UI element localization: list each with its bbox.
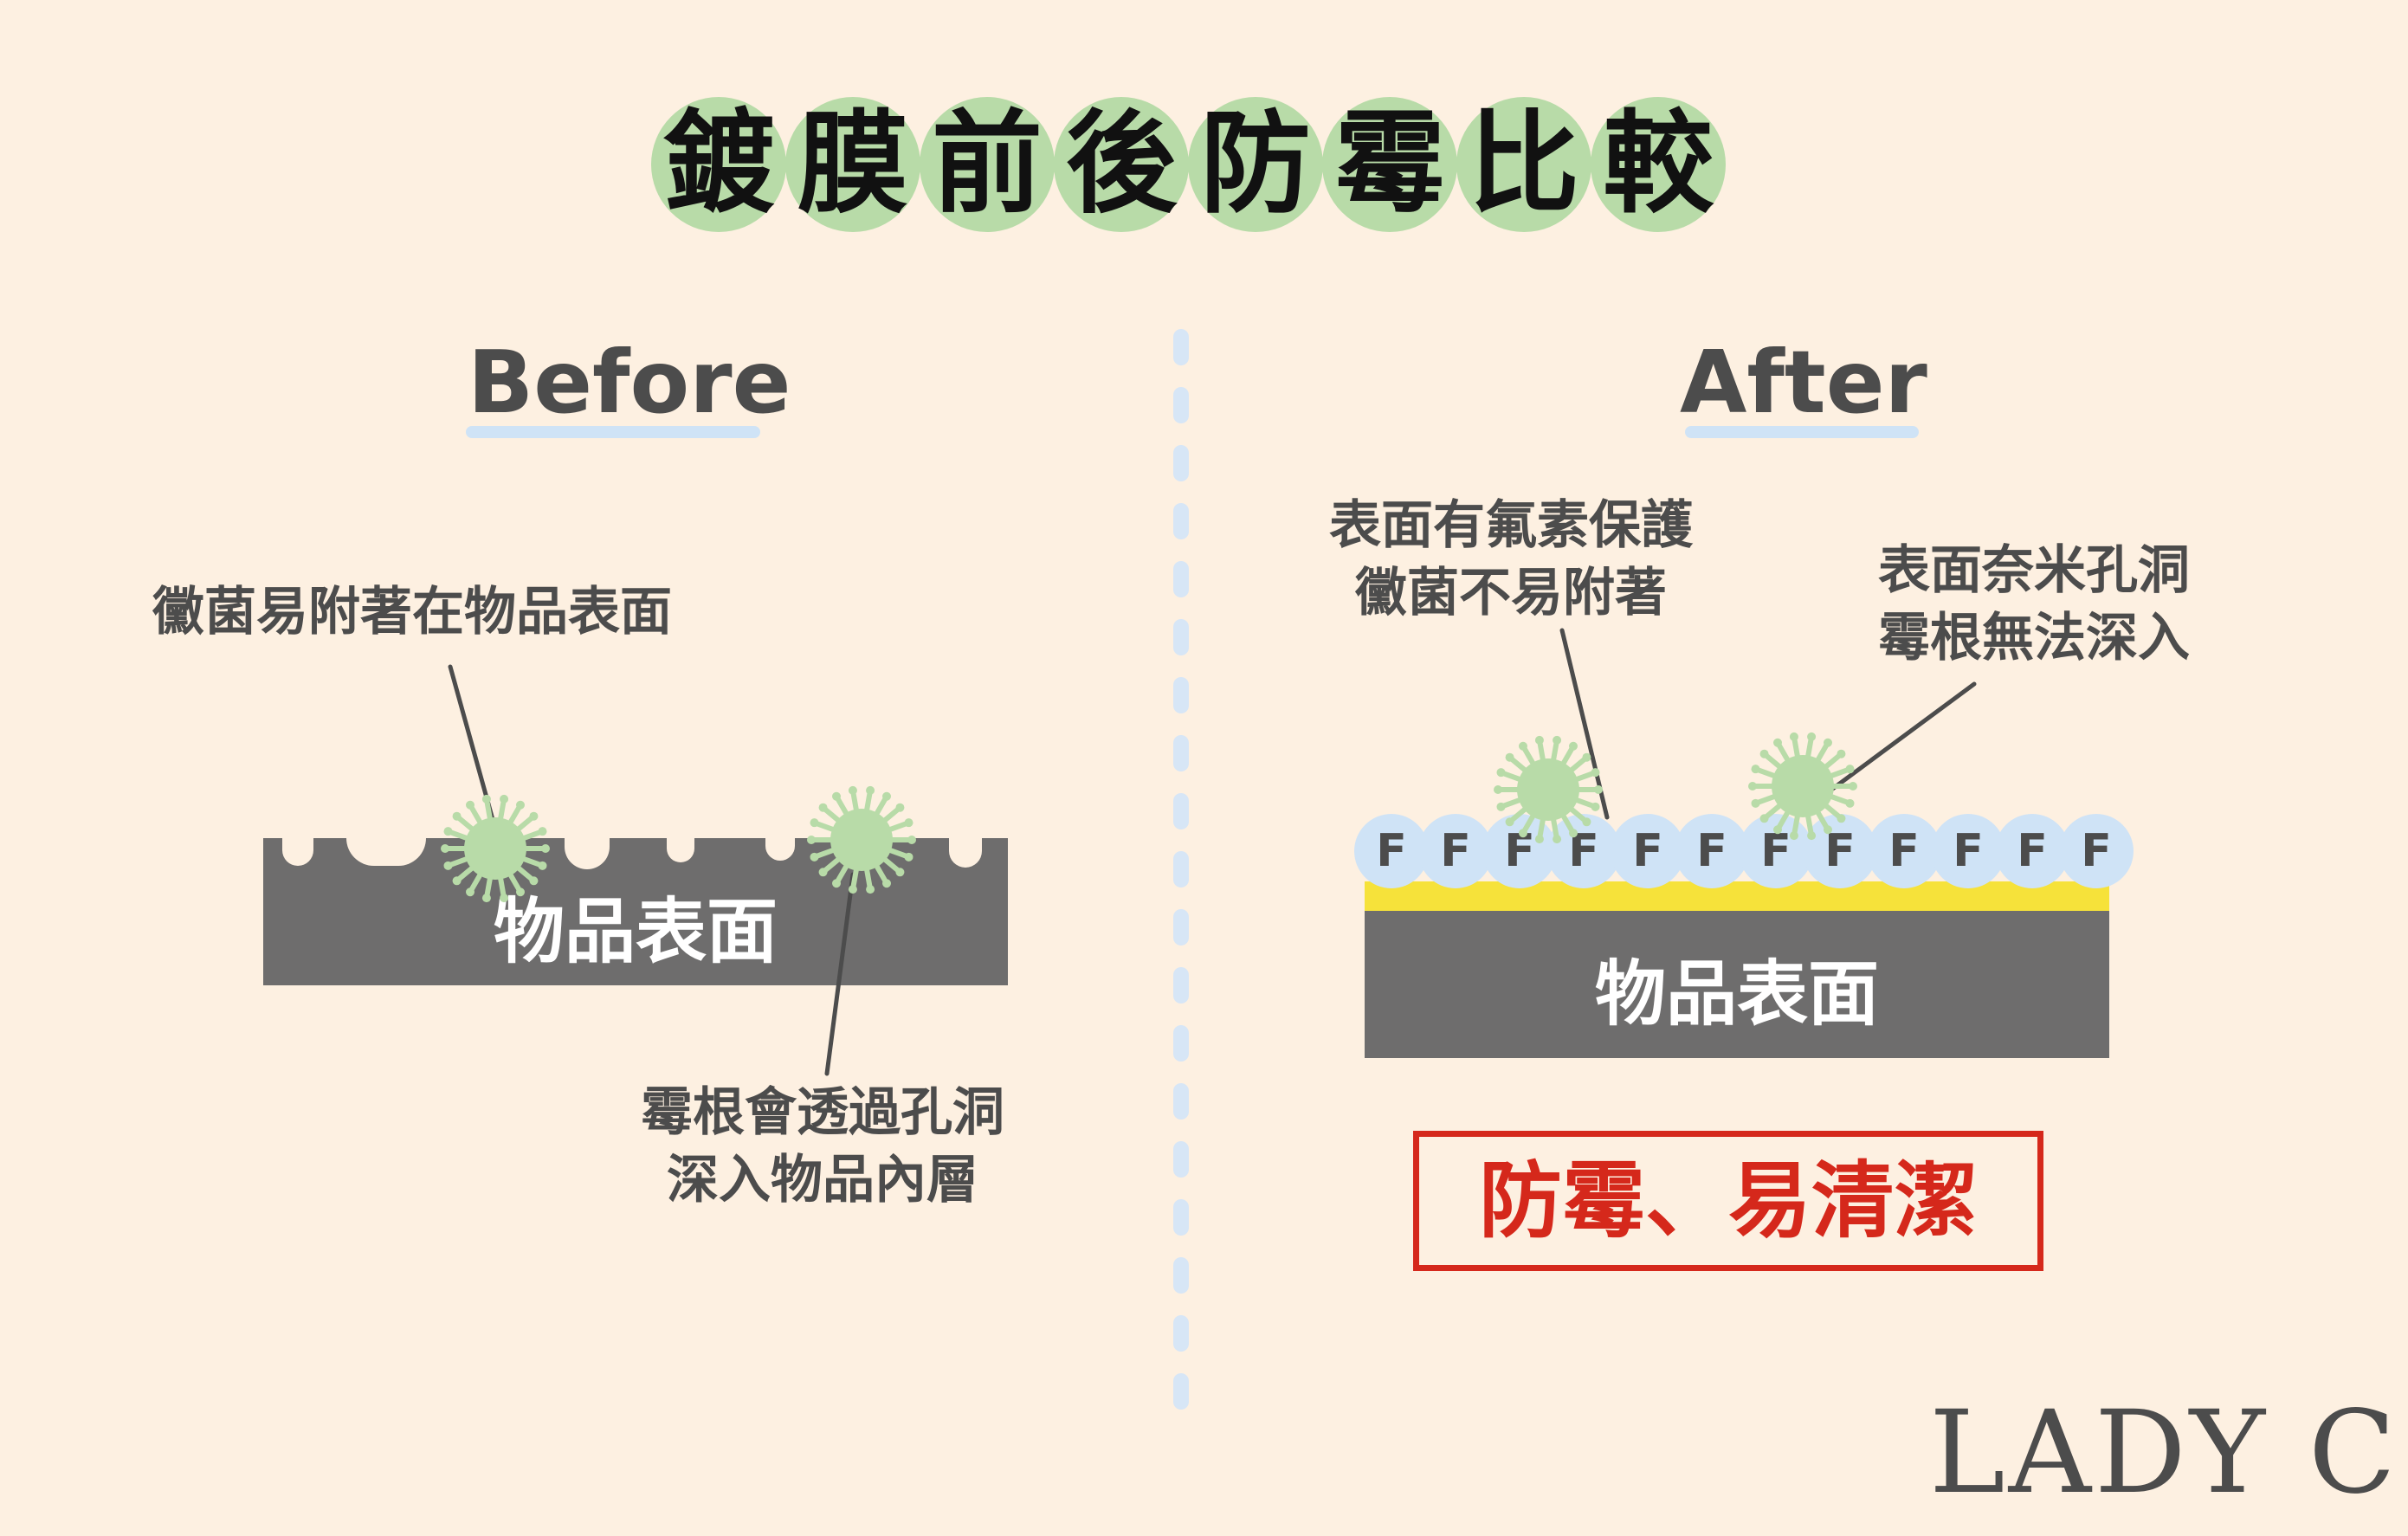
title-char: 後 [1054,97,1189,232]
divider-dash [1173,503,1189,539]
surface-pore [765,838,795,861]
fluorine-atom-icon: F [1931,814,2005,888]
result-text: 防霉、易清潔 [1479,1152,1978,1249]
divider-dash [1173,1315,1189,1352]
divider-dash [1173,329,1189,365]
fluorine-atom-icon: F [1739,814,1813,888]
after-surface-label: 物品表面 [1594,953,1879,1036]
after-surface [1365,911,2109,1058]
divider-dash [1173,1141,1189,1178]
mold-spore-icon [807,785,916,894]
before-heading-underline [466,426,760,438]
mold-spore-icon [1494,735,1603,844]
surface-pore [949,838,982,868]
result-box: 防霉、易清潔 [1413,1131,2043,1271]
surface-pore [667,838,694,862]
mold-spore-icon [1748,732,1857,841]
surface-pore [346,838,426,866]
fluorine-atom-icon: F [1611,814,1685,888]
surface-pore [282,838,313,866]
before-surface-label: 物品表面 [493,891,778,973]
brand-logo: LADY C [1929,1386,2399,1520]
title-char: 比 [1456,97,1591,232]
fluorine-atom-icon: F [1418,814,1493,888]
fluorine-atom-icon: F [1995,814,2069,888]
after-callout-right-line2: 霉根無法深入 [1878,608,2190,668]
divider-dash [1173,387,1189,423]
title-char: 較 [1591,97,1726,232]
before-callout-top: 黴菌易附著在物品表面 [152,582,672,642]
fluorine-atom-icon: F [1354,814,1429,888]
fluorine-atom-icon: F [1482,814,1557,888]
divider-dash [1173,1025,1189,1062]
fluorine-atom-icon: F [1546,814,1621,888]
before-heading: Before [468,332,791,433]
before-surface [263,838,1008,985]
fluorine-atom-icon: F [1675,814,1749,888]
divider-dash [1173,445,1189,481]
divider-dash [1173,851,1189,887]
after-callout-right: 表面奈米孔洞 霉根無法深入 [1848,537,2220,672]
after-heading-underline [1685,426,1919,438]
mold-spore-icon [441,794,550,903]
divider-dash [1173,735,1189,771]
divider-dash [1173,619,1189,655]
after-heading: After [1680,332,1927,433]
after-callout-left-line2: 黴菌不易附著 [1355,563,1667,623]
title-char: 前 [920,97,1055,232]
before-pointer-bottom [824,872,855,1076]
title-char: 膜 [785,97,920,232]
divider-dash [1173,1257,1189,1294]
fluorine-atom-icon: F [1803,814,1877,888]
divider-dash [1173,1373,1189,1410]
divider-dash [1173,967,1189,1004]
fluorine-atom-icon: F [2059,814,2134,888]
after-callout-left-line1: 表面有氟素保護 [1329,495,1693,556]
divider-dash [1173,561,1189,597]
divider-dash [1173,909,1189,945]
title-char: 鍍 [651,97,786,232]
coating-layer [1365,881,2109,913]
after-callout-right-line1: 表面奈米孔洞 [1878,540,2190,601]
before-callout-bottom: 霉根會透過孔洞 深入物品內層 [606,1079,1039,1214]
divider-dash [1173,1199,1189,1236]
divider-dash [1173,793,1189,829]
before-callout-bottom-line2: 深入物品內層 [667,1150,978,1210]
title-char: 霉 [1322,97,1457,232]
title-char: 防 [1188,97,1323,232]
divider-dash [1173,1083,1189,1120]
after-callout-left: 表面有氟素保護 黴菌不易附著 [1299,492,1723,627]
before-callout-bottom-line1: 霉根會透過孔洞 [641,1082,1004,1143]
fluorine-atom-icon: F [1867,814,1941,888]
divider-dash [1173,677,1189,713]
